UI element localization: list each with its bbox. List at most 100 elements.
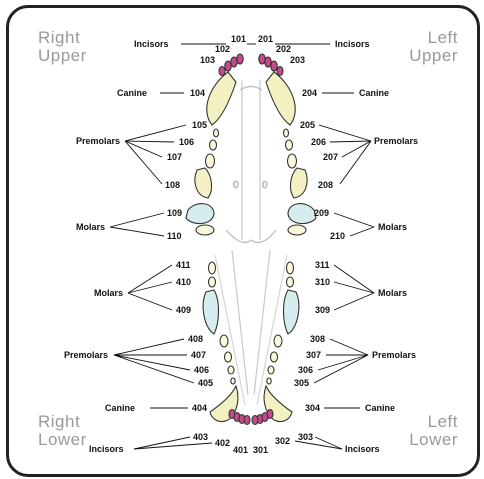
leader-line [114, 355, 194, 383]
tooth-number-101: 101 [231, 34, 246, 44]
leader-line [125, 141, 162, 157]
upper-incisor [259, 54, 265, 64]
upper-incisor [271, 61, 277, 71]
incisive-papilla [240, 87, 262, 91]
upper-premolar-108 [195, 168, 212, 198]
tooth-number-104: 104 [190, 88, 205, 98]
upper-incisor [237, 54, 243, 64]
palate-midline [242, 80, 260, 240]
tooth-number-405: 405 [198, 378, 213, 388]
leader-line [128, 293, 172, 310]
tooth-number-301: 301 [253, 445, 268, 455]
lower-premolar-305 [267, 378, 271, 384]
upper-canine-204 [266, 72, 295, 125]
upper-molar-209 [288, 204, 316, 224]
leader-line [340, 141, 371, 184]
upper-canine-104 [207, 72, 236, 125]
upper-incisor [225, 61, 231, 71]
lower-molar-311 [287, 262, 294, 274]
leader-line [334, 213, 374, 227]
leader-line [125, 141, 174, 142]
tooth-number-106: 106 [179, 137, 194, 147]
lower-molar-409 [203, 290, 218, 334]
tooth-number-406: 406 [194, 365, 209, 375]
tooth-number-209: 209 [314, 208, 329, 218]
tooth-number-207: 207 [323, 152, 338, 162]
upper-incisor [265, 57, 271, 67]
tooth-number-206: 206 [311, 137, 326, 147]
tooth-number-311: 311 [315, 260, 330, 270]
lower-premolar-405 [231, 378, 235, 384]
mandible-outer-outline [215, 255, 287, 405]
lower-incisor [244, 416, 250, 425]
upper-molar-109 [186, 204, 214, 224]
tooth-number-404: 404 [192, 403, 207, 413]
upper-premolar-205 [284, 129, 289, 137]
tooth-number-403: 403 [193, 432, 208, 442]
palate-curve [226, 230, 276, 242]
upper-incisor [231, 57, 237, 67]
leader-line [315, 437, 342, 449]
tooth-number-202: 202 [276, 44, 291, 54]
tooth-number-401: 401 [233, 445, 248, 455]
label-molars-right-lower: Molars [94, 288, 123, 298]
tooth-number-309: 309 [315, 305, 330, 315]
tooth-number-204: 204 [302, 88, 317, 98]
label-premolars-right-lower: Premolars [64, 350, 108, 360]
quadrant-label-line: Upper [388, 47, 458, 65]
quadrant-label-line: Right [38, 413, 108, 431]
leader-line [110, 213, 164, 227]
label-premolars-right-upper: Premolars [76, 136, 120, 146]
tooth-number-107: 107 [167, 152, 182, 162]
lower-molar-410 [209, 277, 216, 287]
lower-premolar-406 [228, 366, 234, 374]
leader-line [125, 125, 186, 141]
tooth-number-208: 208 [318, 180, 333, 190]
quadrant-label-line: Left [388, 413, 458, 431]
upper-premolar-206 [286, 140, 293, 150]
label-canine-left-upper: Canine [359, 88, 389, 98]
leader-line [319, 125, 371, 141]
palatine-mark: 0 [262, 180, 268, 191]
lower-incisor [267, 410, 273, 419]
quadrant-label-line: Left [388, 29, 458, 47]
leader-line [128, 282, 172, 293]
upper-premolar-208 [290, 168, 307, 198]
tooth-number-307: 307 [306, 350, 321, 360]
tooth-number-408: 408 [188, 334, 203, 344]
lower-premolar-408 [220, 335, 228, 347]
label-canine-right-upper: Canine [117, 88, 147, 98]
tooth-number-306: 306 [298, 365, 313, 375]
tooth-number-110: 110 [167, 231, 182, 241]
leader-line [334, 282, 374, 293]
label-canine-left-lower: Canine [365, 403, 395, 413]
label-incisors-left-upper: Incisors [335, 39, 370, 49]
tooth-number-411: 411 [176, 260, 191, 270]
leader-line [350, 227, 374, 236]
tooth-number-203: 203 [290, 55, 305, 65]
upper-premolar-105 [214, 129, 219, 137]
label-molars-right-upper: Molars [76, 222, 105, 232]
tooth-number-305: 305 [294, 378, 309, 388]
tooth-number-103: 103 [200, 55, 215, 65]
palatine-mark: 0 [233, 180, 239, 191]
label-premolars-left-lower: Premolars [372, 350, 416, 360]
leader-line [330, 141, 371, 142]
tooth-number-402: 402 [215, 438, 230, 448]
quadrant-label-line: Upper [38, 47, 108, 65]
tooth-number-410: 410 [176, 277, 191, 287]
lower-premolar-407 [225, 352, 232, 362]
upper-premolar-106 [210, 140, 217, 150]
lower-incisor [252, 416, 258, 425]
leader-line [128, 265, 172, 293]
upper-incisor [219, 67, 225, 76]
tooth-number-102: 102 [215, 44, 230, 54]
upper-premolar-207 [288, 154, 297, 168]
leader-line [295, 441, 342, 449]
tooth-number-303: 303 [298, 432, 313, 442]
quadrant-label-line: Right [38, 29, 108, 47]
